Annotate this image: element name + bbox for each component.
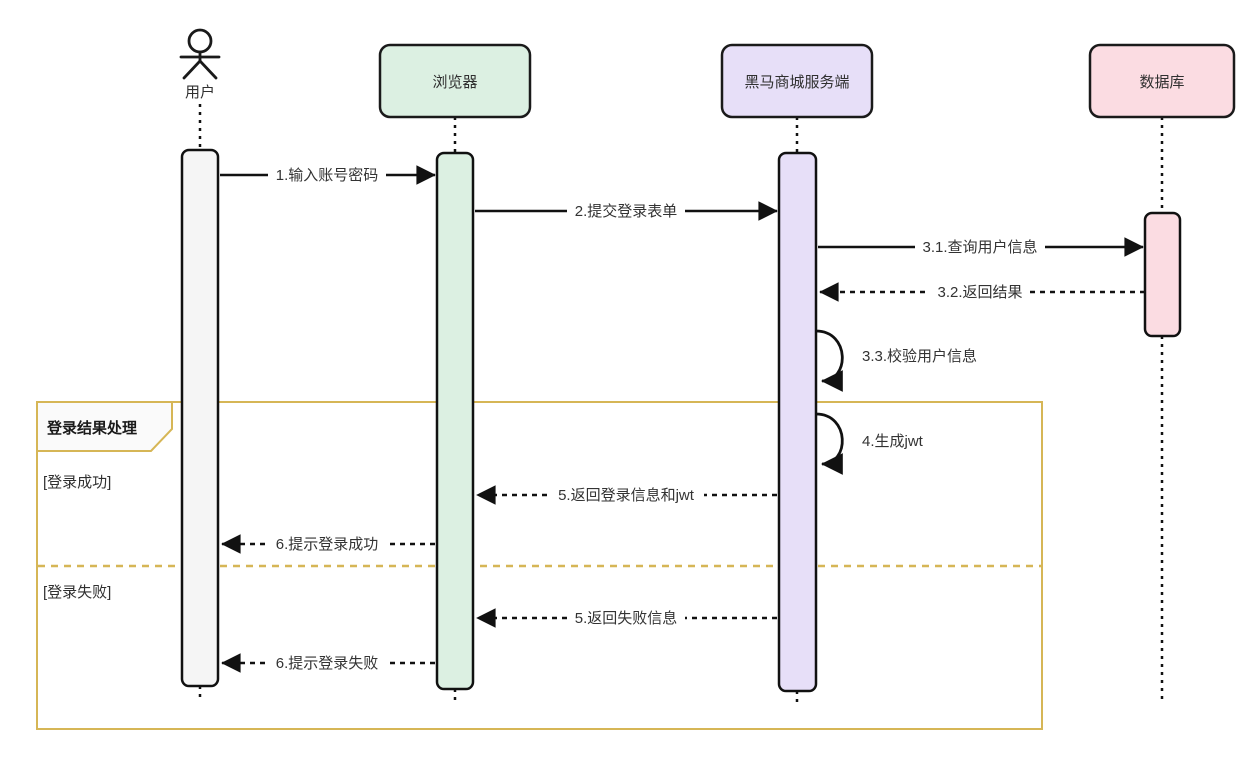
message-label-bg-1	[268, 164, 386, 186]
participant-label-user: 用户	[185, 84, 215, 101]
frame-label-tab	[36, 401, 173, 452]
message-label-2: 2.提交登录表单	[575, 202, 678, 220]
participant-label-database: 数据库	[1139, 74, 1184, 91]
message-label-bg-3-1	[915, 236, 1045, 258]
participant-box-database	[1088, 43, 1236, 119]
activation-server	[777, 151, 818, 693]
participant-database: 数据库	[1088, 43, 1236, 700]
frame-border	[36, 401, 1043, 730]
message-label-3-2: 3.2.返回结果	[937, 284, 1022, 301]
message-label-3-1: 3.1.查询用户信息	[922, 239, 1037, 256]
message-label-bg-3-2	[930, 281, 1030, 303]
activation-user	[180, 148, 220, 688]
message-label-bg-5-failure	[567, 607, 685, 629]
participant-box-browser	[378, 43, 532, 119]
message-label-bg-2	[567, 200, 685, 222]
actor-icon	[179, 28, 221, 80]
activation-browser	[435, 151, 475, 691]
message-label-6-failure: 6.提示登录失败	[276, 655, 379, 672]
message-label-5-failure: 5.返回失败信息	[575, 610, 678, 627]
message-label-bg-5-success	[548, 484, 704, 506]
message-label-4: 4.生成jwt	[862, 433, 924, 450]
message-label-bg-6-success	[268, 533, 386, 555]
participant-label-browser: 浏览器	[432, 74, 477, 91]
message-label-1: 1.输入账号密码	[276, 167, 379, 184]
participant-user: 用户	[179, 28, 221, 699]
self-loop-3-3	[815, 329, 844, 392]
message-label-6-success: 6.提示登录成功	[276, 536, 379, 553]
participant-label-server: 黑马商城服务端	[744, 74, 849, 91]
message-label-5-success: 5.返回登录信息和jwt	[558, 487, 695, 504]
message-label-bg-6-failure	[268, 652, 386, 674]
participant-server: 黑马商城服务端	[720, 43, 874, 704]
guard-failure: [登录失败]	[43, 584, 111, 601]
activation-database	[1143, 211, 1182, 338]
guard-success: [登录成功]	[43, 474, 111, 491]
self-loop-4	[815, 412, 844, 475]
frame-label: 登录结果处理	[46, 419, 137, 437]
participant-browser: 浏览器	[378, 43, 532, 702]
message-label-3-3: 3.3.校验用户信息	[862, 348, 977, 365]
participant-box-server	[720, 43, 874, 119]
frame-alt: 登录结果处理 [登录成功] [登录失败]	[36, 401, 1043, 730]
